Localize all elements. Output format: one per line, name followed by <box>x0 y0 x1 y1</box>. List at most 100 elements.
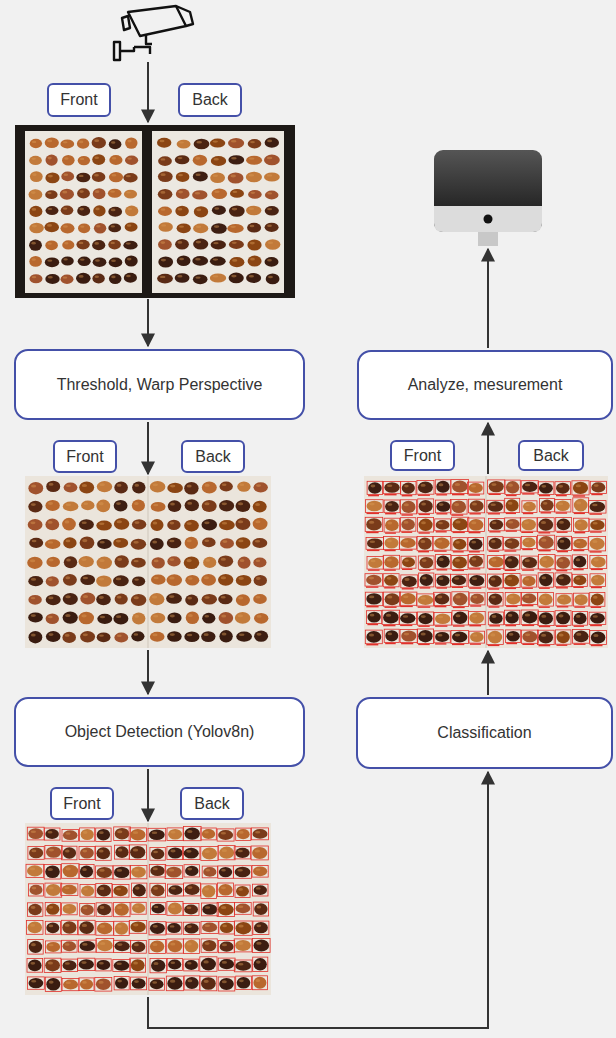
class-mark <box>573 495 585 496</box>
class-mark <box>400 606 412 607</box>
detection-box <box>253 884 269 896</box>
date-fruit <box>167 520 180 530</box>
date-fruit <box>29 156 42 165</box>
date-fruit <box>253 829 268 839</box>
tray <box>152 131 284 293</box>
date-fruit <box>28 576 43 586</box>
detection-box <box>572 555 587 569</box>
date-highlight <box>31 614 36 617</box>
date-fruit <box>30 171 43 182</box>
date-fruit <box>177 223 191 233</box>
detection-box <box>234 939 252 952</box>
detection-box <box>78 958 95 970</box>
date-highlight <box>99 831 104 834</box>
class-mark <box>435 625 447 626</box>
date-highlight <box>171 961 176 964</box>
detection-box <box>114 940 131 952</box>
date-highlight <box>81 614 86 617</box>
date-highlight <box>99 578 104 581</box>
date-highlight <box>257 906 262 909</box>
date-highlight <box>525 578 530 581</box>
date-fruit <box>539 556 554 568</box>
date-fruit <box>28 595 41 605</box>
date-highlight <box>369 521 374 524</box>
date-fruit <box>435 593 450 604</box>
detection-box <box>538 630 555 644</box>
date-highlight <box>153 504 158 506</box>
date-fruit <box>63 593 78 605</box>
detection-box <box>505 592 521 605</box>
date-fruit <box>470 594 484 604</box>
date-highlight <box>65 867 70 870</box>
date-highlight <box>404 633 409 636</box>
date-fruit <box>418 538 432 550</box>
date-highlight <box>196 208 201 211</box>
date-fruit <box>45 519 59 531</box>
class-mark <box>470 605 481 606</box>
date-highlight <box>32 208 37 211</box>
date-fruit <box>62 921 76 933</box>
date-fruit <box>488 501 503 511</box>
date-highlight <box>524 521 529 524</box>
date-fruit <box>27 865 43 876</box>
date-highlight <box>438 616 443 619</box>
detection-box <box>451 556 468 570</box>
date-fruit <box>219 959 234 969</box>
date-fruit <box>202 904 217 915</box>
class-mark <box>367 513 380 514</box>
date-highlight <box>170 980 175 983</box>
date-fruit <box>63 979 78 989</box>
date-fruit <box>573 482 588 494</box>
date-highlight <box>65 595 70 598</box>
date-highlight <box>66 484 71 487</box>
date-fruit <box>93 257 107 267</box>
detection-box <box>28 977 45 989</box>
date-highlight <box>161 259 166 262</box>
date-highlight <box>437 540 442 543</box>
date-fruit <box>237 829 250 839</box>
date-fruit <box>452 556 467 568</box>
date-fruit <box>573 575 586 585</box>
date-highlight <box>188 577 193 580</box>
date-fruit <box>78 156 90 165</box>
date-fruit <box>436 520 450 530</box>
date-highlight <box>472 577 477 580</box>
date-highlight <box>524 595 529 598</box>
date-highlight <box>127 224 132 226</box>
class-mark <box>556 512 567 513</box>
date-highlight <box>559 614 564 617</box>
date-fruit <box>132 576 145 586</box>
class-mark <box>383 625 395 626</box>
date-fruit <box>29 206 42 217</box>
date-fruit <box>247 240 261 251</box>
detection-box <box>435 519 451 531</box>
flow-arrows <box>148 62 488 1028</box>
date-highlight <box>179 141 184 143</box>
detection-box <box>417 536 433 550</box>
detection-box <box>383 555 399 569</box>
class-mark <box>506 530 517 531</box>
date-fruit <box>46 846 61 857</box>
date-fruit <box>150 941 164 953</box>
date-fruit <box>219 867 232 877</box>
date-highlight <box>213 259 219 261</box>
date-fruit <box>115 846 128 858</box>
date-fruit <box>97 923 112 935</box>
date-fruit <box>63 537 76 548</box>
detection-box <box>219 921 234 934</box>
date-highlight <box>490 633 495 636</box>
date-fruit <box>523 502 536 512</box>
date-highlight <box>63 207 67 209</box>
date-highlight <box>267 225 272 227</box>
date-highlight <box>256 979 261 982</box>
date-fruit <box>130 829 145 840</box>
detection-box <box>366 537 384 549</box>
date-fruit <box>435 632 449 642</box>
date-fruit <box>202 940 216 951</box>
date-highlight <box>117 830 122 833</box>
date-highlight <box>134 633 139 636</box>
date-fruit <box>97 885 111 897</box>
date-highlight <box>267 208 272 210</box>
date-highlight <box>170 633 175 636</box>
photo-background <box>15 125 295 298</box>
